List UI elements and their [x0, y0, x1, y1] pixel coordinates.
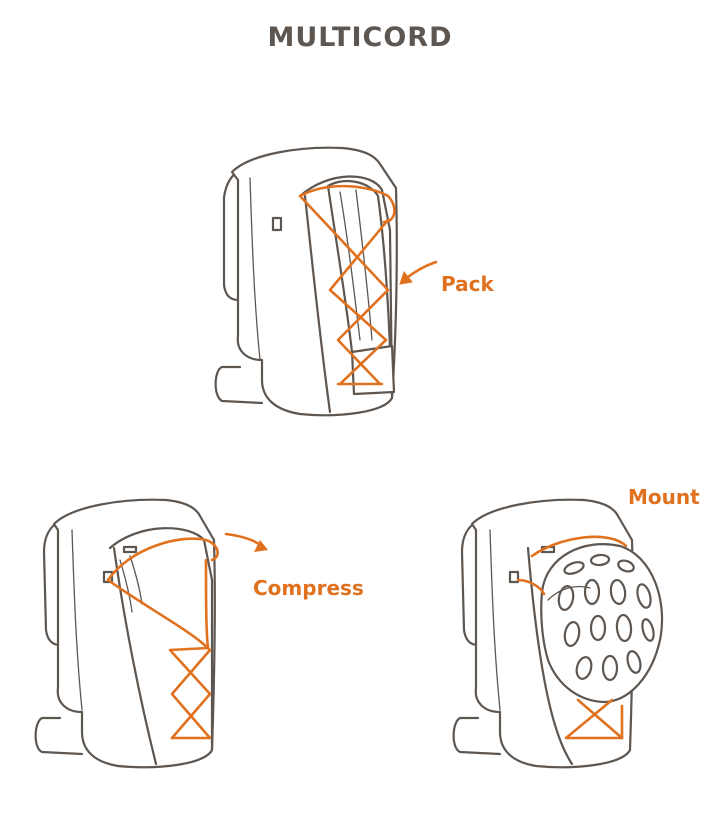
hip-belt [214, 365, 264, 405]
side-seam [112, 546, 158, 766]
helmet-vents [557, 553, 655, 682]
backpack-compress-illustration [34, 498, 219, 769]
hip-belt [452, 716, 502, 756]
compression-wrinkle [129, 555, 143, 605]
label-mount: Mount [628, 485, 700, 509]
page-title: MULTICORD [267, 22, 453, 53]
cord-loop [122, 545, 138, 554]
front-panel [298, 175, 394, 398]
side-seam [303, 194, 332, 414]
pack-arrow-icon [399, 260, 438, 285]
compress-arrow-icon [224, 532, 268, 552]
label-pack: Pack [441, 272, 494, 296]
hip-belt [34, 716, 84, 756]
backpack-pack-illustration [214, 146, 398, 417]
label-compress: Compress [253, 576, 364, 600]
multicord-cords [298, 184, 396, 386]
buckle [102, 570, 114, 584]
packed-jacket [326, 179, 392, 354]
back-seam [489, 529, 501, 711]
multicord-cords [516, 578, 624, 740]
backpack-mount-helmet-illustration [452, 498, 664, 769]
side-seam [526, 546, 574, 766]
bike-helmet-icon [540, 543, 664, 704]
back-seam [249, 177, 261, 361]
back-seam [71, 529, 83, 711]
buckle [271, 216, 283, 232]
buckle [508, 570, 520, 584]
multicord-cords [106, 537, 219, 740]
multicord-cords [530, 535, 628, 558]
